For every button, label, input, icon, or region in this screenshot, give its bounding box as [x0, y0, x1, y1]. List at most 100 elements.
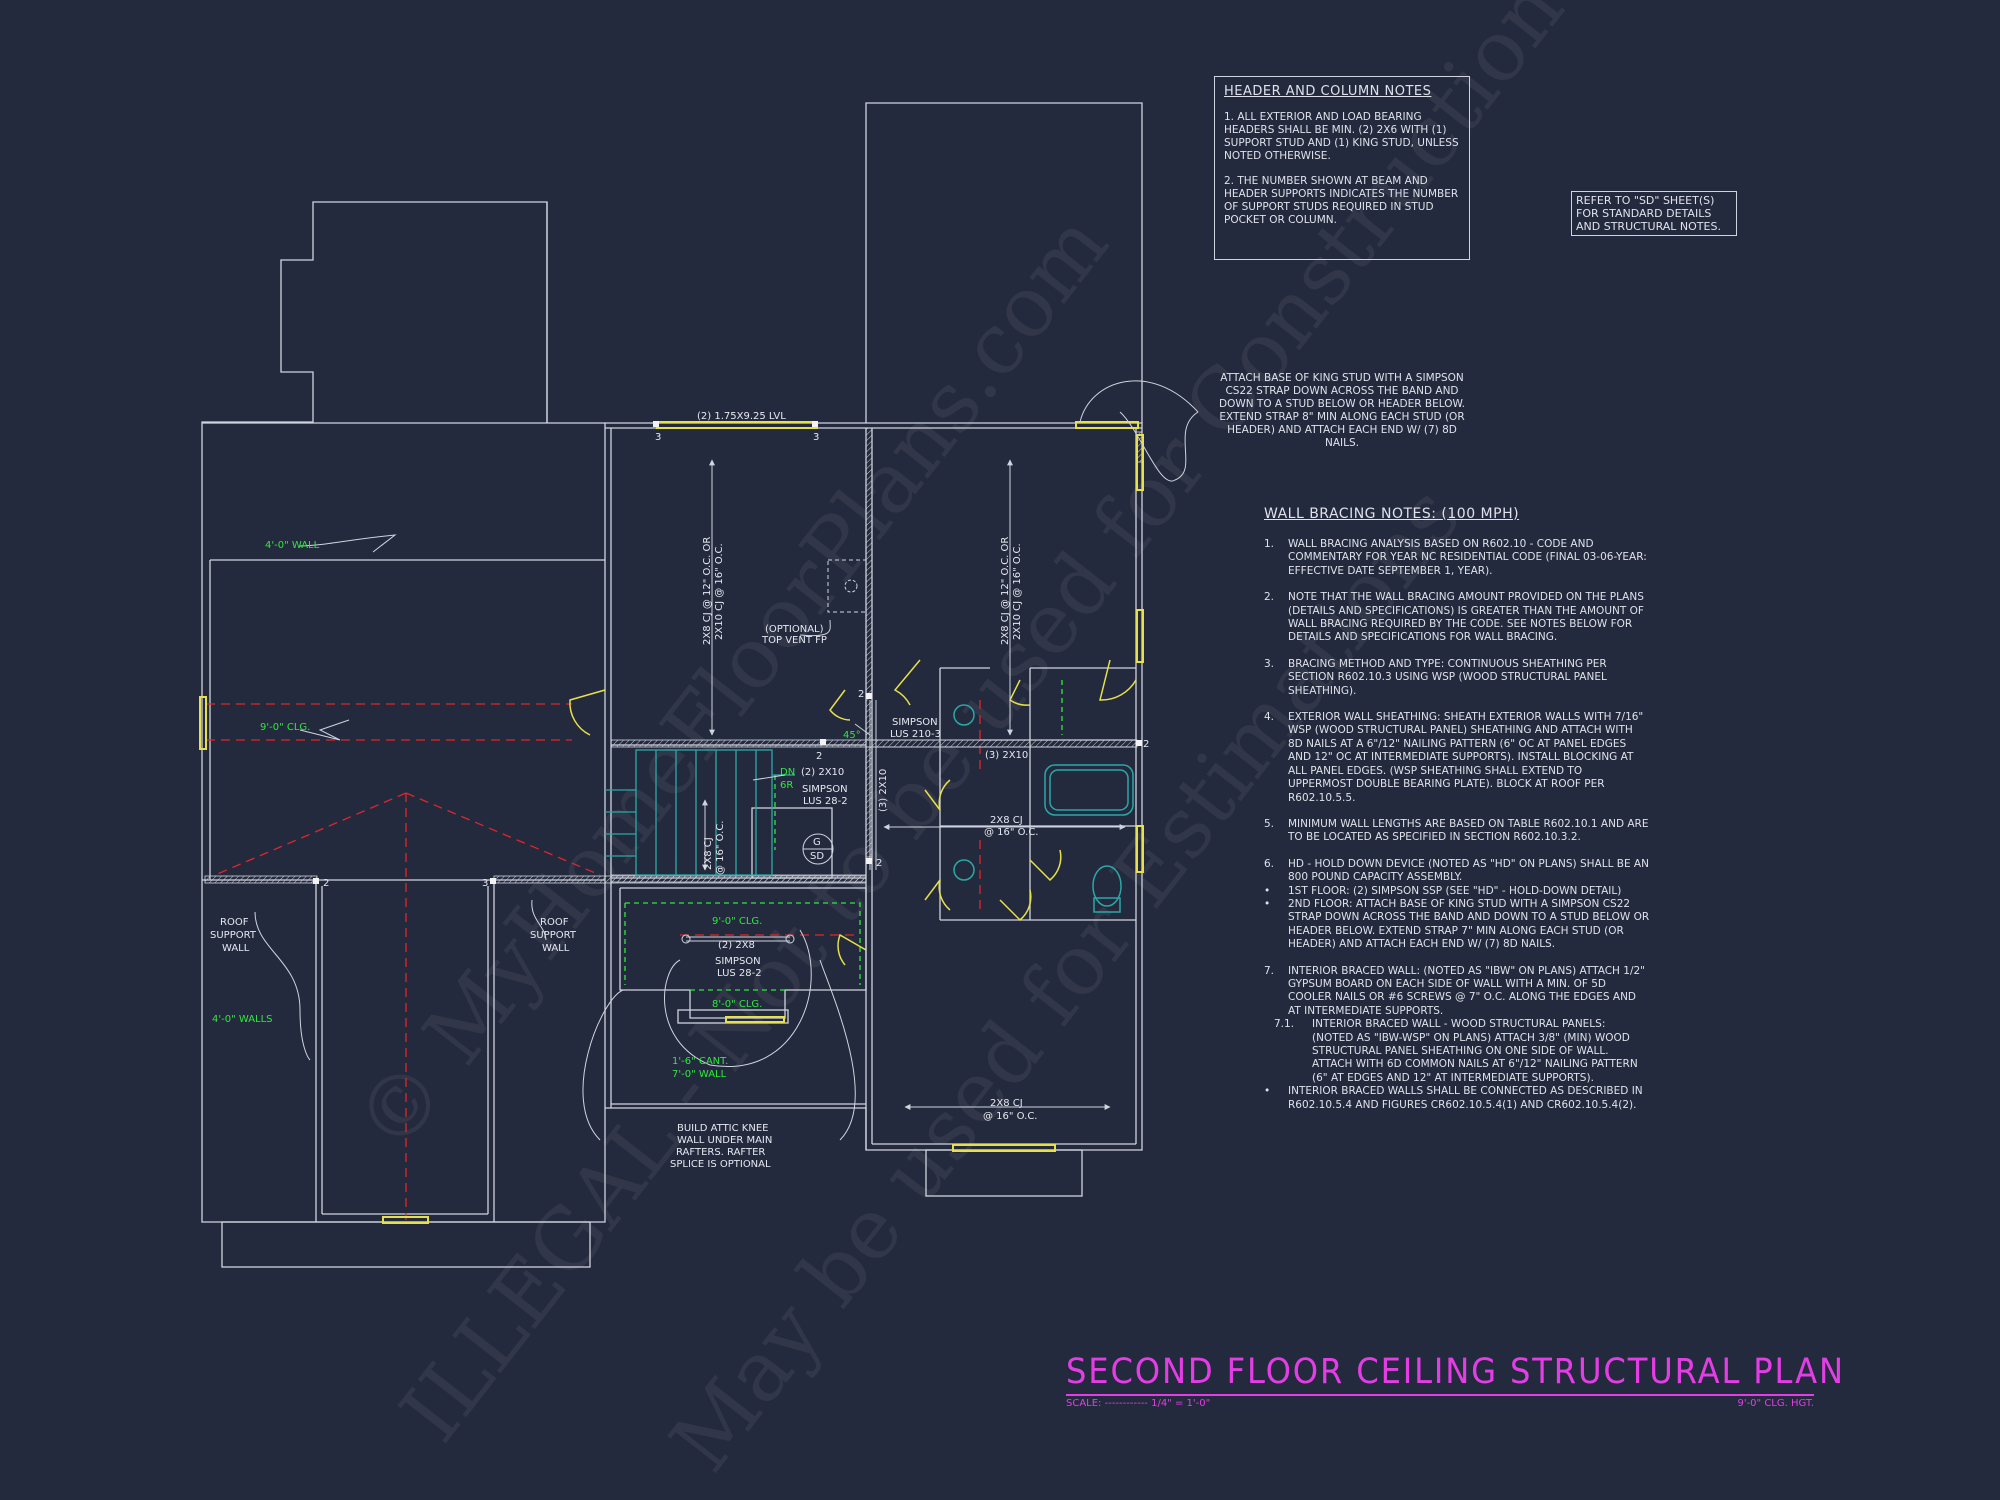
- vent-line2: TOP VENT FP: [761, 635, 827, 646]
- r6-label: 6R: [780, 780, 793, 791]
- wall-bracing-item-num: •: [1264, 1085, 1271, 1098]
- ceiling-height-label: 9'-0" CLG. HGT.: [1737, 1398, 1814, 1409]
- wall-bracing-item: 3. BRACING METHOD AND TYPE: CONTINUOUS SH…: [1264, 658, 1650, 698]
- wall-bracing-item-text: 1ST FLOOR: (2) SIMPSON SSP (SEE "HD" - H…: [1288, 884, 1622, 897]
- cj-mid-1: 2x8 CJ: [990, 815, 1023, 826]
- wall-bracing-item-num: 2.: [1264, 591, 1275, 604]
- wall-bracing-title: WALL BRACING NOTES: (100 MPH): [1264, 506, 1520, 522]
- wall-bracing-item-text: BRACING METHOD AND TYPE: CONTINUOUS SHEA…: [1288, 657, 1607, 697]
- header-notes-body: 1. ALL EXTERIOR AND LOAD BEARING HEADERS…: [1224, 111, 1460, 227]
- wall-bracing-item-text: HD - HOLD DOWN DEVICE (NOTED AS "HD" ON …: [1288, 857, 1649, 884]
- cj-right-line1: 2x8 CJ @ 12" O.C. OR: [1000, 537, 1011, 645]
- refer-sd-note: REFER TO "SD" SHEET(S) FOR STANDARD DETA…: [1571, 191, 1737, 236]
- wall-bracing-item: 5.MINIMUM WALL LENGTHS ARE BASED ON TABL…: [1264, 818, 1650, 845]
- roof-support-right-2: SUPPORT: [530, 930, 577, 941]
- simpson-lus210-1: SIMPSON: [892, 717, 938, 728]
- wall-bracing-notes: WALL BRACING NOTES: (100 MPH) 1.WALL BRA…: [1264, 506, 1650, 1112]
- cant-label-1: 1'-6" CANT.: [672, 1056, 728, 1067]
- title-block: SECOND FLOOR CEILING STRUCTURAL PLAN SCA…: [1066, 1352, 1845, 1409]
- wall-bracing-item: • INTERIOR BRACED WALLS SHALL BE CONNECTE…: [1264, 1085, 1650, 1112]
- stud-count-5: 2: [323, 878, 329, 889]
- roof-support-right-1: ROOF: [540, 917, 569, 928]
- wall-bracing-item: 1.WALL BRACING ANALYSIS BASED ON R602.10…: [1264, 538, 1650, 578]
- wall-bracing-item-text: EXTERIOR WALL SHEATHING: SHEATH EXTERIOR…: [1288, 711, 1644, 804]
- wall-bracing-item: 7.1. INTERIOR BRACED WALL - WOOD STRUCTUR…: [1264, 1018, 1650, 1085]
- wall-bracing-item-text: 2ND FLOOR: ATTACH BASE OF KING STUD WITH…: [1288, 897, 1650, 951]
- stud-count-7: 3: [482, 878, 488, 889]
- wall-bracing-item-text: NOTE THAT THE WALL BRACING AMOUNT PROVID…: [1288, 591, 1644, 644]
- wall-bracing-item-num: •: [1264, 897, 1271, 910]
- wall-bracing-item-num: 7.: [1264, 964, 1275, 977]
- simpson-lus28a-1: SIMPSON: [802, 784, 848, 795]
- wall-bracing-item-num: 1.: [1264, 538, 1275, 550]
- cj-bottom-2: @ 16" O.C.: [983, 1111, 1038, 1122]
- stud-count-2: 3: [813, 432, 819, 443]
- door-swings: [569, 659, 1137, 966]
- plan-text-white: (2) 1.75x9.25 LVL 3 3 2 2 2 2 3 2 ROOF S…: [210, 411, 1149, 1170]
- stud-count-6: 2: [1143, 739, 1149, 750]
- walls4-label: 4'-0" WALLS: [212, 1014, 273, 1025]
- cj-stair-2: @ 16" O.C.: [715, 821, 726, 876]
- wall-bracing-item: 7. INTERIOR BRACED WALL: (NOTED AS "IBW" …: [1264, 965, 1650, 1019]
- beam-lines: [681, 559, 1136, 944]
- ridge-lines: [206, 700, 981, 1220]
- cj-right-line2: 2x10 CJ @ 16" O.C.: [1012, 543, 1023, 640]
- header-note-2: 2. THE NUMBER SHOWN AT BEAM AND HEADER S…: [1224, 175, 1459, 226]
- wall-bracing-item-text: MINIMUM WALL LENGTHS ARE BASED ON TABLE …: [1288, 817, 1649, 844]
- wall4-top-label: 4'-0" WALL: [265, 540, 320, 551]
- wall-bracing-item-num: 7.1.: [1274, 1018, 1295, 1031]
- angle-45-label: 45°: [843, 730, 861, 741]
- header-notes-title: HEADER AND COLUMN NOTES: [1224, 84, 1432, 99]
- stud-count-4: 2: [816, 751, 822, 762]
- leader-lines: [254, 380, 1199, 1141]
- stud-count-3: 2: [858, 689, 864, 700]
- knee-note-4: SPLICE IS OPTIONAL: [670, 1159, 771, 1170]
- cj-mid-2: @ 16" O.C.: [984, 827, 1039, 838]
- cj-stair-1: 2x8 CJ: [703, 837, 714, 870]
- cj-left-line1: 2x8 CJ @ 12" O.C. OR: [702, 537, 713, 645]
- clg9-left-label: 9'-0" CLG.: [260, 722, 310, 733]
- wall-bracing-item-text: INTERIOR BRACED WALLS SHALL BE CONNECTED…: [1288, 1085, 1643, 1111]
- title-underline: [1066, 1394, 1814, 1396]
- header-note-1: 1. ALL EXTERIOR AND LOAD BEARING HEADERS…: [1224, 111, 1459, 162]
- king-stud-strap-note: ATTACH BASE OF KING STUD WITH A SIMPSON …: [1218, 372, 1465, 449]
- wall-bracing-item: • 1ST FLOOR: (2) SIMPSON SSP (SEE "HD" - …: [1264, 885, 1650, 898]
- three-2x10-horizontal: (3) 2x10: [985, 750, 1028, 761]
- wall-bracing-item-num: •: [1264, 884, 1271, 897]
- cj-left-line2: 2x10 CJ @ 16" O.C.: [714, 543, 725, 640]
- lvl-label: (2) 1.75x9.25 LVL: [697, 411, 786, 422]
- knee-note-2: WALL UNDER MAIN: [677, 1135, 772, 1146]
- simpson-lus210-2: LUS 210-3: [890, 729, 941, 740]
- wall-bracing-item: 2. NOTE THAT THE WALL BRACING AMOUNT PROV…: [1264, 591, 1650, 645]
- stud-markers: [313, 421, 1142, 884]
- cj-bottom-1: 2x8 CJ: [990, 1098, 1023, 1109]
- wall-bracing-item: 4. EXTERIOR WALL SHEATHING: SHEATH EXTERI…: [1264, 711, 1650, 805]
- stud-count-8: 2: [876, 858, 882, 869]
- wall-bracing-item-num: 3.: [1264, 657, 1275, 670]
- plan-title: SECOND FLOOR CEILING STRUCTURAL PLAN: [1066, 1352, 1845, 1392]
- sd-label: SD: [810, 851, 824, 862]
- wall-bracing-item-num: 6.: [1264, 857, 1275, 870]
- wall-bracing-item: • 2ND FLOOR: ATTACH BASE OF KING STUD WIT…: [1264, 898, 1650, 952]
- building-outline: [201, 102, 1143, 1268]
- three-2x10-vertical: (3) 2x10: [878, 769, 889, 812]
- stud-count-1: 3: [655, 432, 661, 443]
- wall-bracing-item-text: INTERIOR BRACED WALL - WOOD STRUCTURAL P…: [1312, 1018, 1638, 1084]
- roof-support-left-2: SUPPORT: [210, 930, 257, 941]
- wall-bracing-item-text: INTERIOR BRACED WALL: (NOTED AS "IBW" ON…: [1288, 964, 1645, 1017]
- roof-support-left-1: ROOF: [220, 917, 249, 928]
- g-label: G: [813, 837, 821, 848]
- title-subline: SCALE: ------------ 1/4" = 1'-0" 9'-0" C…: [1066, 1398, 1814, 1409]
- bath-fixtures: [953, 704, 1134, 913]
- two-2x10-label: (2) 2x10: [801, 767, 844, 778]
- wall-bracing-list: 1.WALL BRACING ANALYSIS BASED ON R602.10…: [1264, 538, 1650, 1112]
- knee-walls-green: [624, 680, 1063, 991]
- clg9-center-label: 9'-0" CLG.: [712, 916, 762, 927]
- header-column-notes: HEADER AND COLUMN NOTES 1. ALL EXTERIOR …: [1214, 76, 1470, 260]
- simpson-lus28b-1: SIMPSON: [715, 956, 761, 967]
- plan-text-green: 4'-0" WALL 9'-0" CLG. 4'-0" WALLS 45° DN…: [212, 540, 861, 1080]
- knee-note-1: BUILD ATTIC KNEE: [677, 1123, 768, 1134]
- wall-bracing-item-num: 4.: [1264, 711, 1275, 724]
- cant-label-2: 7'-0" WALL: [672, 1069, 727, 1080]
